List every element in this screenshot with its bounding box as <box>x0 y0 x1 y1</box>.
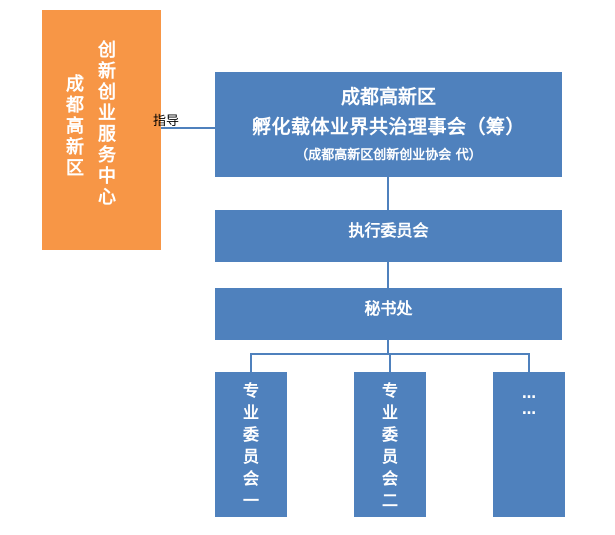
branch-drop-3 <box>528 353 530 372</box>
committee-char: 会 <box>242 469 259 488</box>
center-char: 务 <box>98 145 116 166</box>
center-name-column: 创 新 创 业 服 务 中 心 <box>96 40 118 208</box>
innovation-service-center-box: 创 新 创 业 服 务 中 心 成 都 高 新 区 <box>42 10 161 250</box>
center-district-column: 成 都 高 新 区 <box>64 74 86 179</box>
professional-committee-2-box: 专 业 委 员 会 二 <box>354 372 426 517</box>
center-char: 心 <box>98 187 116 208</box>
committee-char: 专 <box>242 381 259 400</box>
more-committees-box: … … <box>493 372 565 517</box>
center-char: 业 <box>98 103 116 124</box>
committee-char: 专 <box>381 381 398 400</box>
committee-char: 一 <box>242 491 259 510</box>
more-committees-ellipsis: … … <box>518 386 540 418</box>
center-char: 新 <box>66 137 84 158</box>
committee-1-label: 专 业 委 员 会 一 <box>240 380 262 512</box>
committee-char: 员 <box>242 447 259 466</box>
ellipsis-char: … <box>522 386 536 402</box>
center-char: 新 <box>98 61 116 82</box>
council-title-line2: 孵化载体业界共治理事会（筹） <box>251 116 525 138</box>
council-exec-connector <box>387 177 389 210</box>
branch-drop-1 <box>250 353 252 372</box>
committee-char: 业 <box>242 403 259 422</box>
exec-secretariat-connector <box>387 262 389 288</box>
committee-char: 二 <box>381 491 398 510</box>
center-char: 创 <box>98 82 116 103</box>
secretariat-branch-stem <box>387 340 389 354</box>
professional-committee-1-box: 专 业 委 员 会 一 <box>215 372 287 517</box>
center-char: 都 <box>66 95 84 116</box>
center-char: 高 <box>66 116 84 137</box>
center-char: 区 <box>66 158 84 179</box>
committee-char: 委 <box>242 425 259 444</box>
center-char: 成 <box>66 74 84 95</box>
ellipsis-char: … <box>522 402 536 418</box>
guide-label: 指导 <box>153 114 180 129</box>
committee-char: 业 <box>381 403 398 422</box>
secretariat-box: 秘书处 <box>215 288 562 340</box>
branch-drop-2 <box>389 353 391 372</box>
secretariat-label: 秘书处 <box>364 299 413 318</box>
council-box: 成都高新区 孵化载体业界共治理事会（筹） （成都高新区创新创业协会 代） <box>215 72 562 177</box>
guide-connector-line <box>161 127 215 129</box>
committee-2-label: 专 业 委 员 会 二 <box>379 380 401 512</box>
center-char: 中 <box>98 166 116 187</box>
council-title-line1: 成都高新区 <box>340 86 436 108</box>
center-char: 服 <box>98 124 116 145</box>
committee-char: 委 <box>381 425 398 444</box>
council-subtitle: （成都高新区创新创业协会 代） <box>295 148 482 163</box>
center-char: 创 <box>98 40 116 61</box>
executive-committee-box: 执行委员会 <box>215 210 562 262</box>
executive-committee-label: 执行委员会 <box>348 221 429 240</box>
committee-char: 员 <box>381 447 398 466</box>
committee-char: 会 <box>381 469 398 488</box>
